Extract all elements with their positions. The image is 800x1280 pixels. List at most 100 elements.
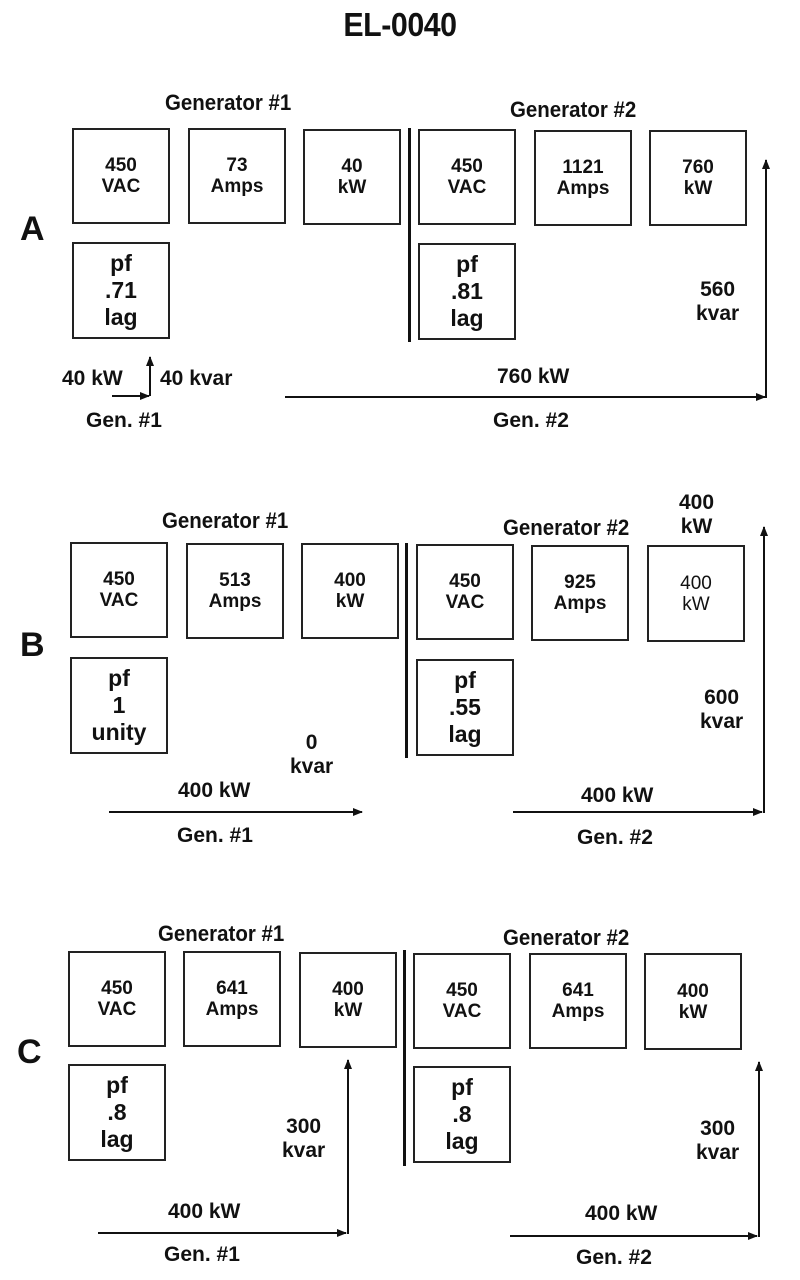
pf-label: pf <box>456 251 478 277</box>
gen2-voltage-meter: 450 VAC <box>413 953 511 1049</box>
kvar-value: 560 <box>700 278 736 301</box>
gen2-kw-label: 760 kW <box>497 365 570 388</box>
meter-unit: VAC <box>445 592 485 613</box>
meter-value: 400 <box>332 979 364 1000</box>
meter-value: 450 <box>446 980 478 1001</box>
pf-value: .81 <box>451 278 483 304</box>
meter-unit: kW <box>333 1000 363 1021</box>
gen2-power-meter: 760 kW <box>649 130 747 226</box>
meter-unit: VAC <box>447 177 487 198</box>
kw-value: 400 <box>679 491 715 514</box>
generator-divider <box>408 128 411 342</box>
meter-value: 760 <box>682 157 714 178</box>
kvar-unit: kvar <box>700 710 744 733</box>
generator-2-title: Generator #2 <box>510 97 637 122</box>
gen1-voltage-meter: 450 VAC <box>72 128 170 224</box>
gen1-kvar-label: 0 kvar <box>290 731 333 779</box>
gen1-caption: Gen. #1 <box>86 409 162 432</box>
meter-unit: VAC <box>442 1001 482 1022</box>
pf-label: pf <box>454 667 476 693</box>
pf-value: .55 <box>449 694 481 720</box>
gen2-kvar-label: 560 kvar <box>696 278 739 326</box>
meter-value: 513 <box>219 570 251 591</box>
meter-unit: Amps <box>553 593 607 614</box>
generator-1-title: Generator #1 <box>158 921 285 946</box>
gen2-voltage-meter: 450 VAC <box>416 544 514 640</box>
meter-value: 400 <box>680 572 712 594</box>
gen2-kvar-label: 600 kvar <box>700 686 743 734</box>
meter-value: 450 <box>449 571 481 592</box>
pf-label: pf <box>106 1072 128 1098</box>
meter-value: 450 <box>101 978 133 999</box>
generator-divider <box>403 950 406 1166</box>
kvar-unit: kvar <box>696 302 740 325</box>
diagram-title: EL-0040 <box>343 6 457 43</box>
pf-type: lag <box>450 305 484 331</box>
meter-value: 1121 <box>562 157 604 178</box>
meter-value: 450 <box>105 155 137 176</box>
meter-value: 40 <box>341 156 363 177</box>
meter-value: 450 <box>103 569 135 590</box>
pf-label: pf <box>108 665 130 691</box>
gen1-kvar-label: 300 kvar <box>282 1115 325 1163</box>
pf-value: 1 <box>112 692 126 718</box>
kvar-value: 300 <box>700 1117 736 1140</box>
generator-divider <box>405 543 408 758</box>
generator-2-title: Generator #2 <box>503 925 630 950</box>
meter-unit: kW <box>337 177 367 198</box>
gen1-pf-meter: pf .71 lag <box>72 242 170 339</box>
gen2-kvar-label: 300 kvar <box>696 1117 739 1165</box>
gen1-kvar-label: 40 kvar <box>160 367 233 390</box>
meter-value: 450 <box>451 156 483 177</box>
kvar-unit: kvar <box>282 1139 326 1162</box>
meter-unit: kW <box>678 1001 708 1023</box>
gen1-pf-meter: pf .8 lag <box>68 1064 166 1161</box>
pf-value: .8 <box>452 1101 472 1127</box>
gen2-pf-meter: pf .81 lag <box>418 243 516 340</box>
gen2-top-kw-label: 400 kW <box>679 491 714 539</box>
meter-value: 400 <box>334 570 366 591</box>
gen2-pf-meter: pf .8 lag <box>413 1066 511 1163</box>
pf-label: pf <box>110 250 132 276</box>
gen2-current-meter: 641 Amps <box>529 953 627 1049</box>
pf-value: .71 <box>105 277 137 303</box>
kw-unit: kW <box>680 515 713 538</box>
gen2-caption: Gen. #2 <box>577 826 653 849</box>
pf-label: pf <box>451 1074 473 1100</box>
gen2-voltage-meter: 450 VAC <box>418 129 516 225</box>
gen2-power-meter: 400 kW <box>644 953 742 1050</box>
kvar-unit: kvar <box>696 1141 740 1164</box>
meter-unit: VAC <box>99 590 139 611</box>
gen1-current-meter: 513 Amps <box>186 543 284 639</box>
gen1-voltage-meter: 450 VAC <box>68 951 166 1047</box>
meter-unit: Amps <box>210 176 264 197</box>
meter-value: 641 <box>562 980 594 1001</box>
meter-value: 73 <box>226 155 248 176</box>
gen2-power-meter: 400 kW <box>647 545 745 642</box>
gen1-current-meter: 73 Amps <box>188 128 286 224</box>
gen1-caption: Gen. #1 <box>164 1243 240 1266</box>
kvar-unit: kvar <box>290 755 334 778</box>
gen1-power-meter: 400 kW <box>299 952 397 1048</box>
gen2-kw-label: 400 kW <box>585 1202 658 1225</box>
meter-unit: Amps <box>556 178 610 199</box>
pf-value: .8 <box>107 1099 127 1125</box>
meter-unit: kW <box>683 178 713 199</box>
panel-letter: C <box>17 1033 42 1071</box>
meter-unit: Amps <box>208 591 262 612</box>
meter-value: 641 <box>216 978 248 999</box>
meter-unit: Amps <box>551 1001 605 1022</box>
kvar-value: 0 <box>305 731 318 754</box>
meter-unit: kW <box>335 591 365 612</box>
pf-type: lag <box>445 1128 479 1154</box>
meter-unit: Amps <box>205 999 259 1020</box>
pf-type: unity <box>91 719 147 745</box>
gen2-current-meter: 1121 Amps <box>534 130 632 226</box>
generator-1-title: Generator #1 <box>165 90 292 115</box>
gen1-power-meter: 40 kW <box>303 129 401 225</box>
gen2-pf-meter: pf .55 lag <box>416 659 514 756</box>
pf-type: lag <box>104 304 138 330</box>
meter-value: 925 <box>564 572 596 593</box>
generator-2-title: Generator #2 <box>503 515 630 540</box>
pf-type: lag <box>100 1126 134 1152</box>
